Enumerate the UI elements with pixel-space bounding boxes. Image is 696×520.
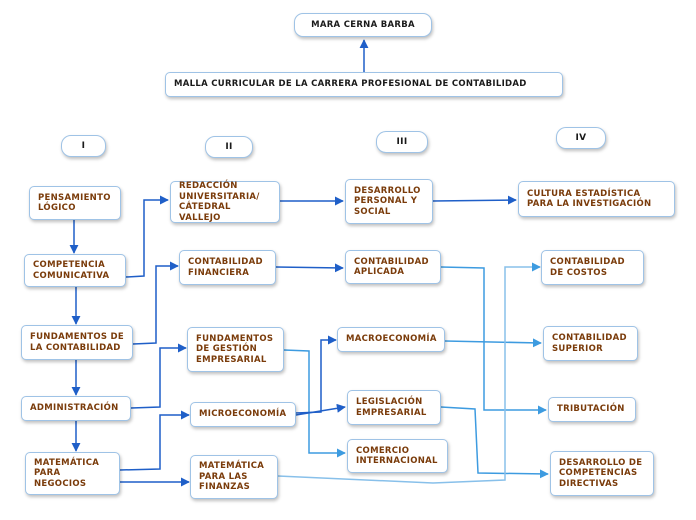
edge-contfin-contaplicada [275, 263, 344, 273]
column-label-text: II [225, 141, 233, 152]
column-label-i[interactable]: I [61, 135, 106, 157]
course-label: PENSAMIENTO LÓGICO [38, 192, 111, 214]
course-tributacion[interactable]: TRIBUTACIÓN [548, 397, 636, 422]
course-fundamentos-gestion[interactable]: FUNDAMENTOS DE GESTIÓN EMPRESARIAL [187, 327, 284, 372]
course-contabilidad-financiera[interactable]: CONTABILIDAD FINANCIERA [179, 250, 276, 285]
course-label: LEGISLACIÓN EMPRESARIAL [356, 397, 427, 418]
edge-matematica-micro [119, 410, 190, 471]
course-matematica-negocios[interactable]: MATEMÁTICA PARA NEGOCIOS [25, 452, 120, 495]
course-label: DESARROLLO DE COMPETENCIAS DIRECTIVAS [559, 457, 643, 489]
edge-fundamentos-contfin [132, 261, 179, 345]
course-desarrollo-competencias[interactable]: DESARROLLO DE COMPETENCIAS DIRECTIVAS [550, 451, 654, 496]
course-microeconomia[interactable]: MICROECONOMÍA [190, 402, 296, 427]
course-label: CONTABILIDAD SUPERIOR [552, 333, 627, 354]
course-label: CONTABILIDAD FINANCIERA [188, 257, 263, 278]
course-label: COMPETENCIA COMUNICATIVA [33, 260, 110, 281]
course-competencia-comunicativa[interactable]: COMPETENCIA COMUNICATIVA [24, 254, 126, 287]
course-redaccion-universitaria[interactable]: REDACCIÓN UNIVERSITARIA/ CÁTEDRAL VALLEJ… [170, 181, 280, 223]
curriculum-title-box[interactable]: MALLA CURRICULAR DE LA CARRERA PROFESION… [165, 72, 563, 97]
course-pensamiento-logico[interactable]: PENSAMIENTO LÓGICO [29, 186, 121, 220]
course-administracion[interactable]: ADMINISTRACIÓN [21, 396, 131, 421]
course-cultura-estadistica[interactable]: CULTURA ESTADÍSTICA PARA LA INVESTIGACIÓ… [518, 181, 675, 217]
course-label: MACROECONOMÍA [346, 334, 437, 345]
column-label-iii[interactable]: III [376, 131, 428, 153]
course-fundamentos-contabilidad[interactable]: FUNDAMENTOS DE LA CONTABILIDAD [21, 325, 133, 360]
column-label-text: I [81, 140, 86, 151]
edge-macro-contsuperior [444, 338, 542, 348]
course-label: MICROECONOMÍA [199, 409, 287, 420]
edge-desarrollo-cultura [432, 195, 517, 205]
column-label-ii[interactable]: II [205, 136, 253, 158]
course-label: CONTABILIDAD APLICADA [354, 256, 429, 278]
course-label: FUNDAMENTOS DE GESTIÓN EMPRESARIAL [196, 333, 274, 365]
author-title-box[interactable]: MARA CERNA BARBA [294, 13, 432, 37]
course-contabilidad-aplicada[interactable]: CONTABILIDAD APLICADA [345, 250, 441, 284]
course-legislacion-empresarial[interactable]: LEGISLACIÓN EMPRESARIAL [347, 390, 441, 425]
course-contabilidad-superior[interactable]: CONTABILIDAD SUPERIOR [543, 326, 638, 361]
course-contabilidad-costos[interactable]: CONTABILIDAD DE COSTOS [541, 250, 644, 285]
author-title: MARA CERNA BARBA [311, 19, 415, 30]
edge-matfin-contcostos [277, 262, 541, 484]
edge-micro-legislacion [295, 403, 346, 416]
course-label: CULTURA ESTADÍSTICA PARA LA INVESTIGACIÓ… [527, 188, 652, 210]
course-label: TRIBUTACIÓN [557, 404, 625, 415]
course-macroeconomia[interactable]: MACROECONOMÍA [337, 327, 445, 352]
edge-fundgestion-comercio [283, 349, 346, 458]
course-label: MATEMÁTICA PARA NEGOCIOS [34, 457, 100, 489]
course-label: FUNDAMENTOS DE LA CONTABILIDAD [30, 332, 125, 353]
course-label: REDACCIÓN UNIVERSITARIA/ CÁTEDRAL VALLEJ… [179, 181, 260, 223]
course-label: DESARROLLO PERSONAL Y SOCIAL [354, 185, 421, 217]
column-label-iv[interactable]: IV [556, 127, 606, 149]
column-label-text: IV [575, 132, 587, 143]
course-label: ADMINISTRACIÓN [30, 403, 119, 414]
course-label: CONTABILIDAD DE COSTOS [550, 257, 625, 278]
course-label: MATEMÁTICA PARA LAS FINANZAS [199, 461, 265, 493]
course-desarrollo-personal[interactable]: DESARROLLO PERSONAL Y SOCIAL [345, 179, 433, 224]
curriculum-title: MALLA CURRICULAR DE LA CARRERA PROFESION… [174, 79, 527, 90]
edge-contaplicada-tributacion [440, 266, 547, 415]
edge-administracion-fundgestion [130, 343, 187, 409]
course-matematica-finanzas[interactable]: MATEMÁTICA PARA LAS FINANZAS [190, 455, 278, 499]
course-label: COMERCIO INTERNACIONAL [356, 445, 438, 467]
column-label-text: III [396, 136, 408, 147]
edge-legislacion-desarrollocomp [440, 406, 549, 479]
course-comercio-internacional[interactable]: COMERCIO INTERNACIONAL [347, 439, 448, 473]
edge-competencia-redaccion [125, 195, 169, 278]
